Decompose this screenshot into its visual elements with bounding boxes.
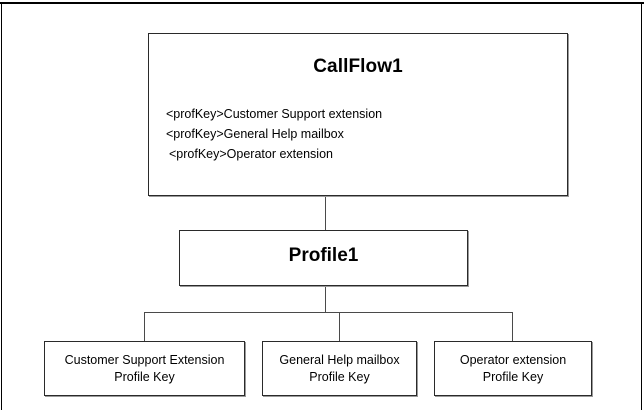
profile-key-list: <profKey>Customer Support extension <pro… [149, 78, 567, 164]
connector-bus [144, 312, 513, 313]
node-callflow1: CallFlow1 <profKey>Customer Support exte… [148, 33, 568, 196]
connector-bus-to-leaf-0 [144, 312, 145, 342]
leaf-1-text: General Help mailbox Profile Key [273, 352, 405, 386]
node-callflow1-title: CallFlow1 [313, 56, 403, 77]
leaf-1-line1: General Help mailbox [279, 352, 400, 367]
page-rule-top [0, 2, 644, 4]
leaf-0-text: Customer Support Extension Profile Key [59, 352, 231, 386]
connector-profile-to-bus [325, 286, 326, 313]
leaf-2-line1: Operator extension [459, 352, 567, 367]
profile-key-item-0: <profKey>Customer Support extension [166, 107, 383, 121]
node-profile1: Profile1 [179, 230, 468, 286]
node-leaf-customer-support: Customer Support Extension Profile Key [44, 341, 245, 396]
connector-bus-to-leaf-1 [339, 312, 340, 342]
leaf-2-line2: Profile Key [482, 369, 544, 384]
leaf-0-line2: Profile Key [114, 369, 175, 384]
node-profile1-title: Profile1 [288, 245, 359, 266]
connector-bus-to-leaf-2 [512, 312, 513, 342]
leaf-2-text: Operator extension Profile Key [454, 352, 572, 386]
connector-callflow-to-profile [325, 196, 326, 231]
leaf-1-line2: Profile Key [309, 369, 370, 384]
page-rule-right [641, 2, 642, 410]
node-leaf-general-help: General Help mailbox Profile Key [262, 341, 417, 396]
node-leaf-operator: Operator extension Profile Key [434, 341, 592, 396]
leaf-0-line1: Customer Support Extension [64, 352, 225, 367]
profile-key-item-2: <profKey>Operator extension [169, 147, 333, 161]
page-rule-left [1, 2, 2, 410]
profile-key-item-1: <profKey>General Help mailbox [166, 127, 344, 141]
